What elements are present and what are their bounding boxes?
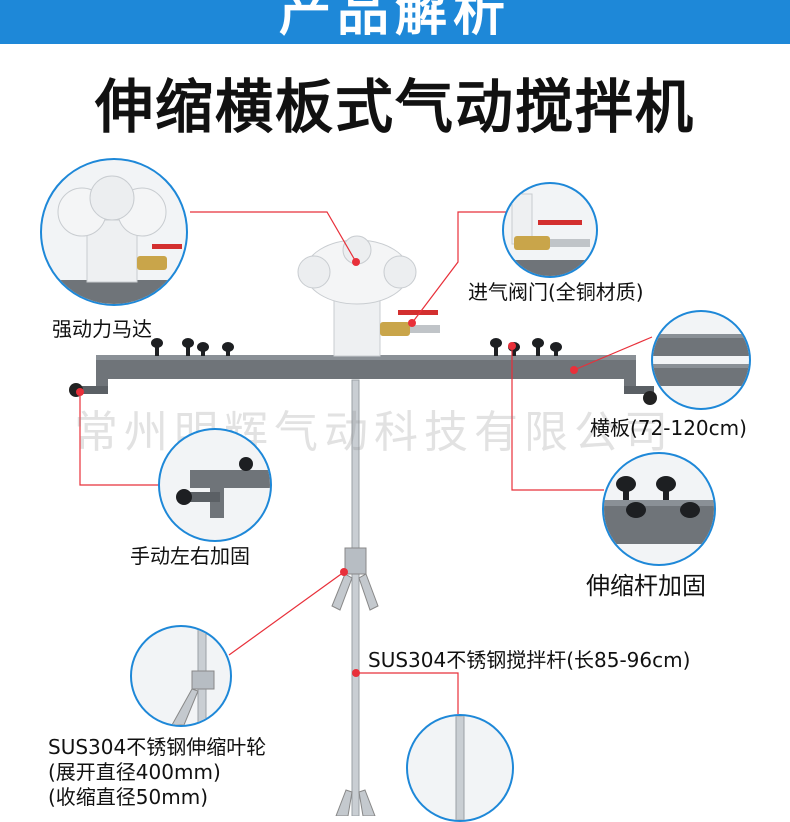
stir-rod <box>351 379 360 816</box>
rod-lock-detail-circle <box>602 452 716 566</box>
cross-plate <box>69 355 657 405</box>
plate-knobs <box>151 338 562 356</box>
crossplate-detail-image <box>653 334 749 386</box>
impeller-detail-circle <box>130 625 232 727</box>
stir-rod-detail-image <box>455 716 465 820</box>
header-banner: 产品解析 <box>0 0 790 44</box>
manual-lock-detail-image <box>176 457 270 518</box>
rod-lock-detail-image <box>604 476 714 544</box>
motor-detail-image <box>42 175 186 304</box>
callout-lines <box>79 211 653 714</box>
impeller-assembly <box>331 547 379 816</box>
callout-manual-lock: 手动左右加固 <box>130 544 250 568</box>
valve-detail-circle <box>502 182 598 278</box>
callout-impeller: SUS304不锈钢伸缩叶轮 (展开直径400mm) (收缩直径50mm) <box>48 735 267 809</box>
callout-valve: 进气阀门(全铜材质) <box>468 280 644 304</box>
motor-detail-circle <box>40 158 188 306</box>
callout-crossplate: 横板(72-120cm) <box>590 416 747 440</box>
valve-detail-image <box>504 193 596 276</box>
page-title: 伸缩横板式气动搅拌机 <box>94 73 695 141</box>
banner-title: 产品解析 <box>278 0 511 43</box>
callout-stir-rod: SUS304不锈钢搅拌杆(长85-96cm) <box>368 648 691 672</box>
callout-rod-lock: 伸缩杆加固 <box>586 572 706 600</box>
crossplate-detail-circle <box>651 310 751 410</box>
watermark: 常州明辉气动科技有限公司 <box>74 407 674 458</box>
manual-lock-detail-circle <box>158 428 272 542</box>
callout-motor: 强动力马达 <box>52 317 152 341</box>
stir-rod-detail-circle <box>406 714 514 822</box>
air-motor <box>297 235 440 357</box>
callout-dots <box>76 258 578 677</box>
impeller-detail-image <box>171 627 215 725</box>
